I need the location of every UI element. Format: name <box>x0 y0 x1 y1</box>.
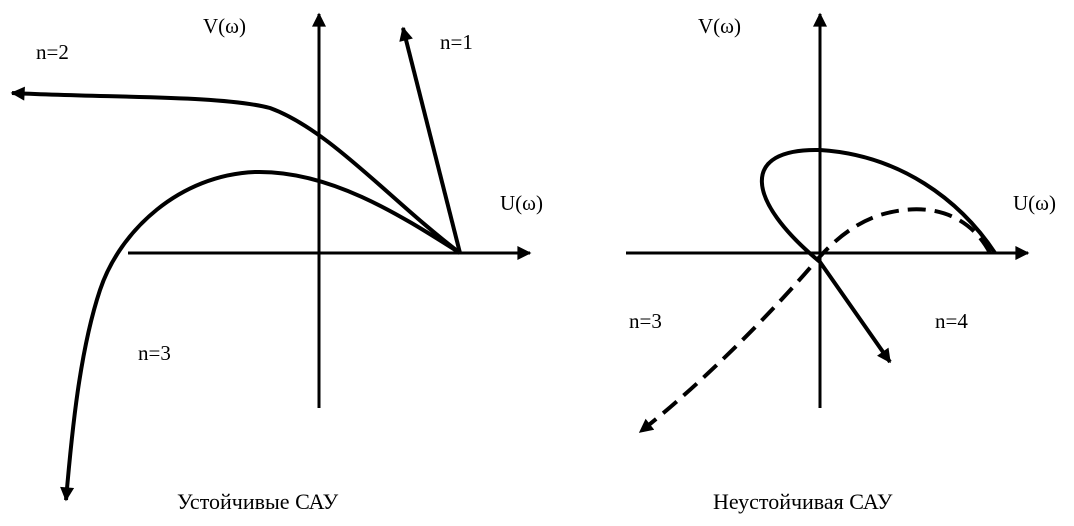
right-panel <box>626 12 1030 434</box>
curve-n3-dashed <box>638 207 992 434</box>
right-v-axis-label: V(ω) <box>698 14 741 38</box>
label-n4: n=4 <box>935 309 968 333</box>
right-caption: Неустойчивая САУ <box>713 489 893 514</box>
left-u-axis-label: U(ω) <box>500 191 543 215</box>
curve-n1 <box>399 26 462 254</box>
label-n3-left: n=3 <box>138 341 171 365</box>
curve-n4 <box>759 147 997 364</box>
left-panel <box>10 12 532 502</box>
curve-n3 <box>60 169 462 502</box>
curve-n2 <box>10 86 462 255</box>
label-n1: n=1 <box>440 30 473 54</box>
label-n3-right: n=3 <box>629 309 662 333</box>
label-n2: n=2 <box>36 40 69 64</box>
left-v-axis-label: V(ω) <box>203 14 246 38</box>
left-caption: Устойчивые САУ <box>177 489 339 514</box>
right-u-axis-label: U(ω) <box>1013 191 1056 215</box>
